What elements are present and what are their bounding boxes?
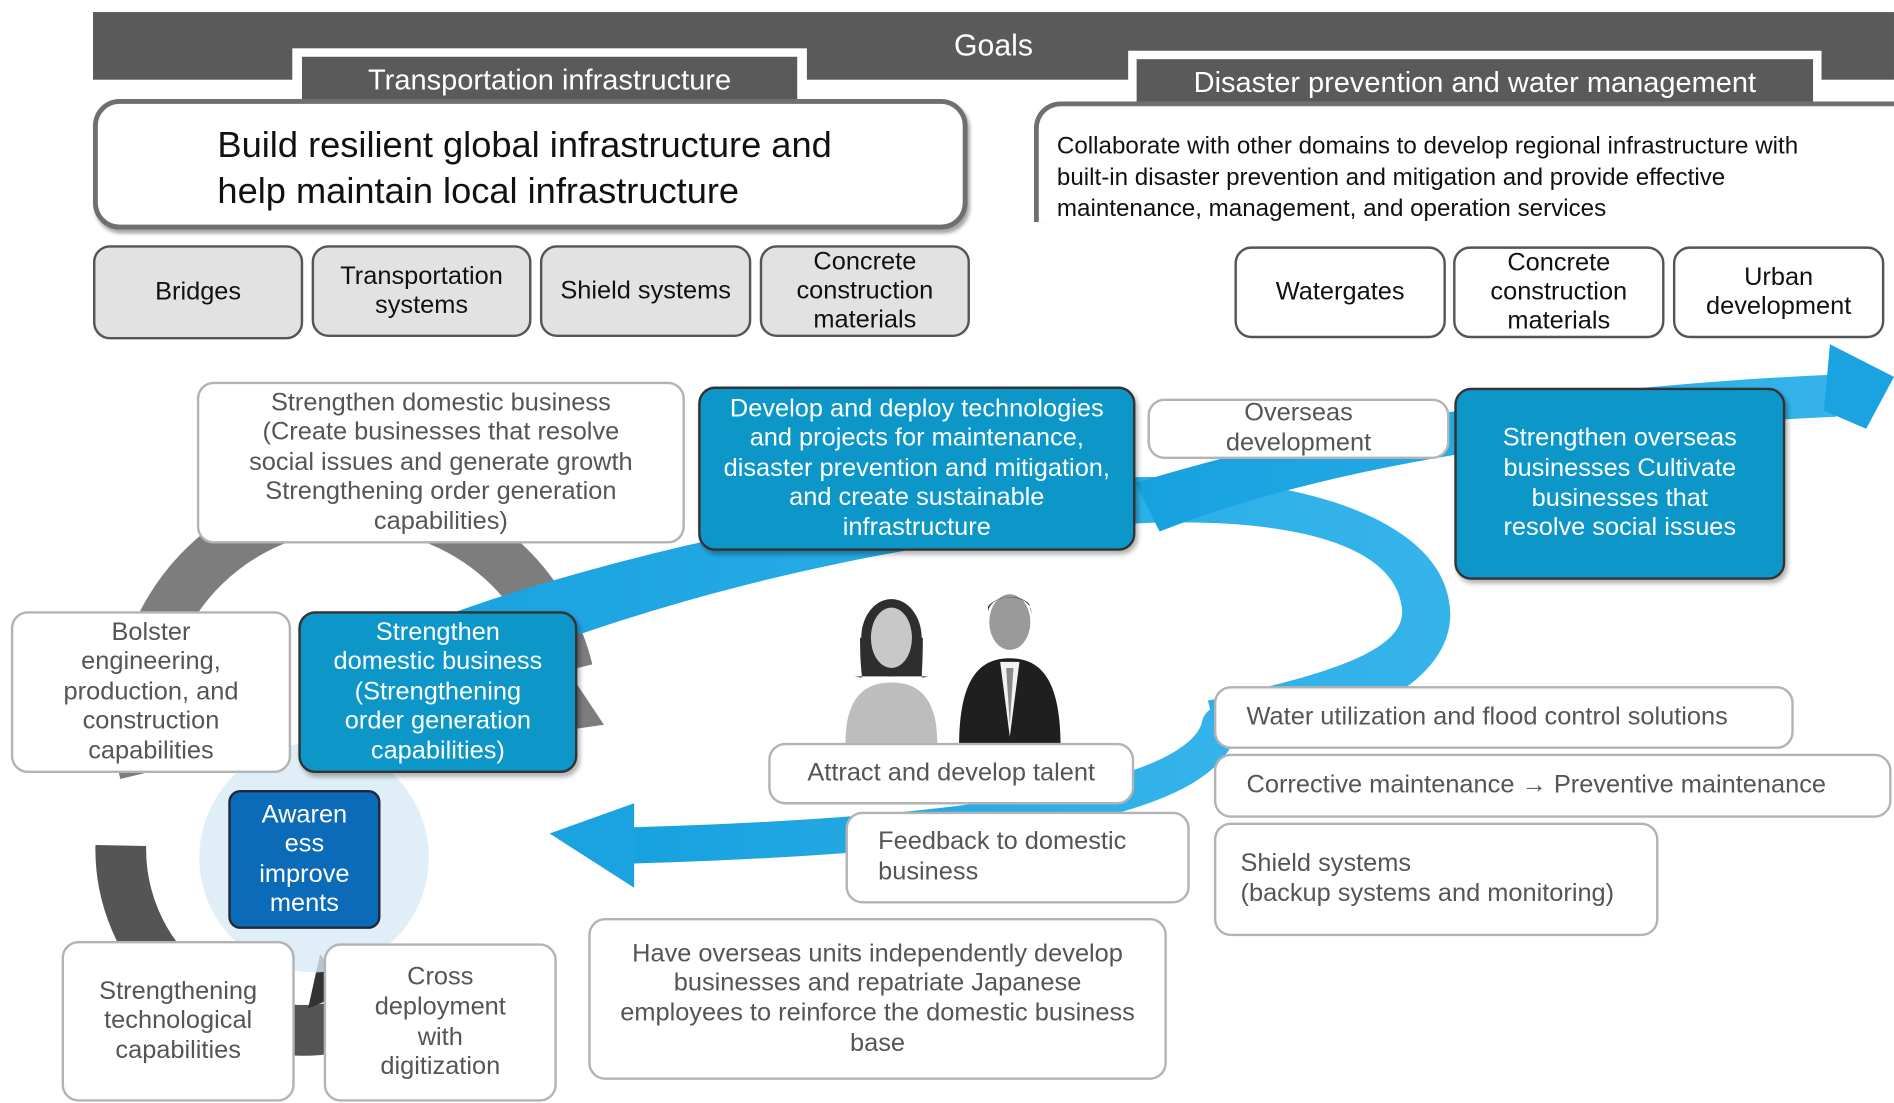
transport-goal-line1: Build resilient global infrastructure an…	[217, 125, 832, 166]
feedback-line2: business	[878, 857, 979, 886]
bolster-engineering-box: Bolster engineering, production, and con…	[10, 611, 292, 774]
transport-tab: Transportation infrastructure	[301, 56, 798, 106]
shield-line1: Shield systems	[1240, 849, 1412, 878]
category-bridges: Bridges	[93, 245, 304, 340]
strengthen-overseas-box: Strengthen overseas businesses Cultivate…	[1454, 387, 1786, 580]
cross-deployment-box: Cross deployment with digitization	[323, 943, 557, 1102]
category-urban-development: Urban development	[1672, 246, 1885, 339]
category-watergates: Watergates	[1234, 246, 1446, 339]
corrective-maintenance-box: Corrective maintenance → Preventive main…	[1213, 753, 1892, 818]
feedback-line1: Feedback to domestic	[878, 827, 1127, 856]
water-utilization-box: Water utilization and flood control solu…	[1213, 686, 1794, 749]
have-overseas-box: Have overseas units independently develo…	[588, 918, 1167, 1080]
goals-label: Goals	[954, 28, 1033, 63]
disaster-goal-line3: maintenance, management, and operation s…	[1056, 195, 1607, 223]
category-transportation-systems: Transportation systems	[311, 245, 532, 338]
disaster-goal-line1: Collaborate with other domains to develo…	[1056, 132, 1799, 160]
overseas-development-box: Overseas development	[1147, 398, 1450, 460]
transport-goal-box: Build resilient global infrastructure an…	[93, 99, 968, 230]
awareness-box: Awaren ess improve ments	[228, 789, 381, 929]
shield-line2: (backup systems and monitoring)	[1240, 879, 1615, 908]
strengthen-domestic-left: Strengthen domestic business (Strengthen…	[298, 611, 578, 774]
category-concrete-materials: Concrete construction materials	[759, 245, 970, 338]
category-shield-systems: Shield systems	[539, 245, 752, 338]
strengthening-tech-box: Strengthening technological capabilities	[61, 940, 295, 1102]
disaster-tab: Disaster prevention and water management	[1136, 59, 1814, 108]
disaster-goal-box: Collaborate with other domains to develo…	[1033, 101, 1894, 223]
develop-deploy-box: Develop and deploy technologies and proj…	[698, 386, 1136, 551]
transport-goal-line2: help maintain local infrastructure	[217, 170, 740, 211]
disaster-goal-line2: built-in disaster prevention and mitigat…	[1056, 164, 1726, 191]
strengthen-domestic-top: Strengthen domestic business (Create bus…	[196, 381, 685, 544]
people-icon	[845, 594, 1061, 749]
category-concrete-materials-2: Concrete construction materials	[1453, 246, 1665, 339]
attract-talent-box: Attract and develop talent	[768, 742, 1135, 805]
shield-systems-box: Shield systems (backup systems and monit…	[1213, 822, 1659, 937]
feedback-box: Feedback to domestic business	[845, 811, 1190, 904]
